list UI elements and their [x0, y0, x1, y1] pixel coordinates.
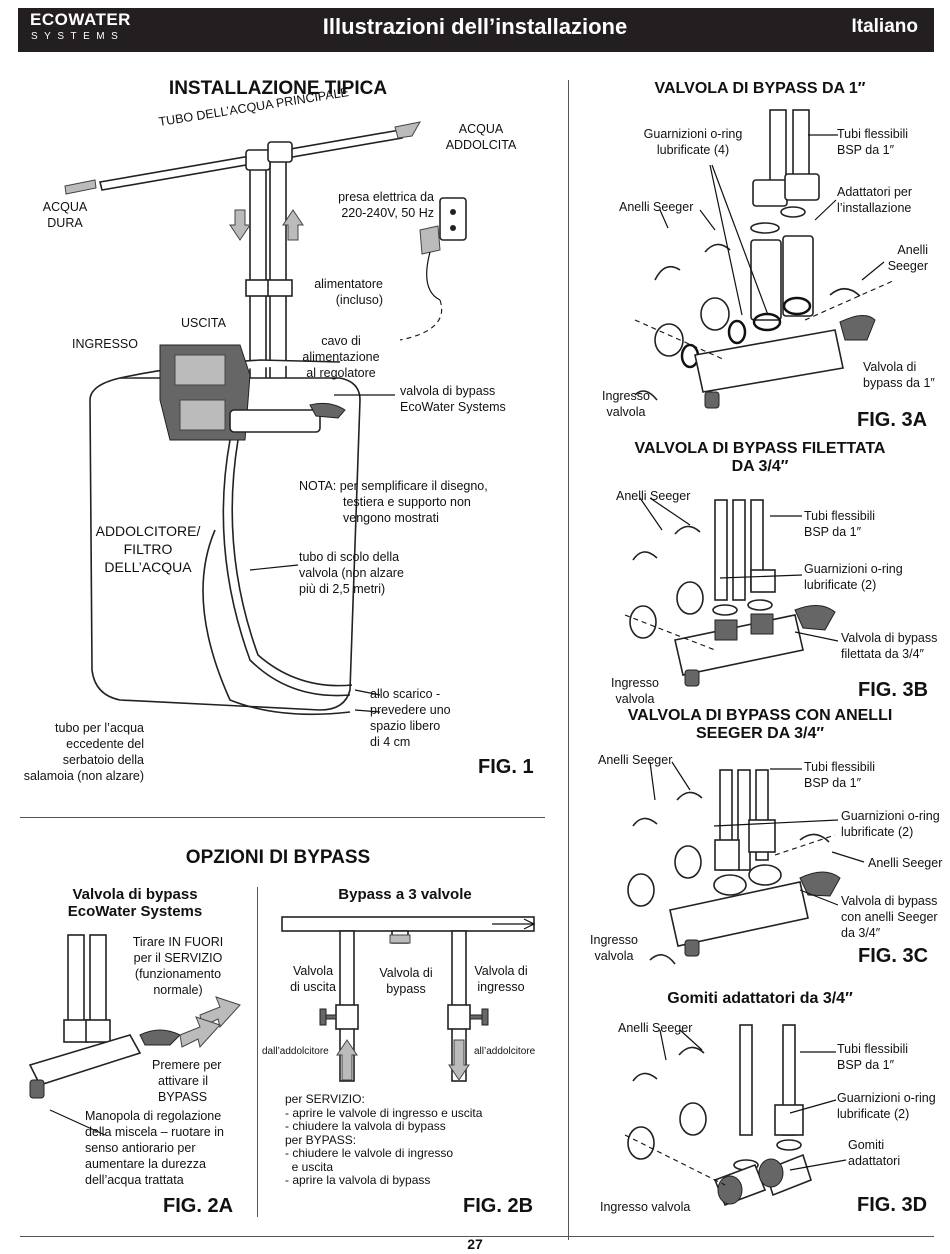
page-number: 27	[467, 1236, 483, 1252]
fig3a-seeger-left-label: Anelli Seeger	[619, 200, 694, 214]
to-softener-label: all’addolcitore	[474, 1046, 536, 1057]
fig3b-seeger-label: Anelli Seeger	[616, 489, 691, 503]
fig3c-illustration	[627, 769, 841, 965]
fig3c-seeger-right-label: Anelli Seeger	[868, 856, 943, 870]
section-divider	[20, 817, 545, 818]
outlet-port-label: USCITA	[181, 316, 226, 330]
fig2b-illustration	[281, 916, 536, 1082]
bypass-options-title: OPZIONI DI BYPASS	[185, 847, 371, 868]
fig3a-title: VALVOLA DI BYPASS DA 1″	[654, 80, 866, 97]
footer-rule	[20, 1236, 934, 1237]
fig2-divider	[257, 887, 258, 1217]
fig2b-title: Bypass a 3 valvole	[338, 886, 472, 903]
fig3d-inlet-label: Ingresso valvola	[600, 1200, 691, 1214]
brand-logo: ECOWATER	[30, 10, 131, 29]
power-adapter-label: alimentatore(incluso)	[314, 277, 383, 307]
fig2b-caption: FIG. 2B	[463, 1195, 534, 1217]
language-label: Italiano	[851, 16, 918, 37]
fig3d-seeger-label: Anelli Seeger	[618, 1021, 693, 1035]
fig3b-caption: FIG. 3B	[858, 679, 929, 701]
fig1-title: INSTALLAZIONE TIPICA	[168, 78, 388, 99]
column-divider	[568, 80, 569, 1240]
brand-subtitle: SYSTEMS	[31, 31, 125, 42]
fig2a-caption: FIG. 2A	[163, 1195, 234, 1217]
fig3a-caption: FIG. 3A	[857, 409, 928, 431]
fig3d-caption: FIG. 3D	[857, 1194, 928, 1216]
fig3d-title: Gomiti adattatori da 3/4″	[667, 990, 853, 1007]
header-bar	[18, 8, 934, 52]
note-label: NOTA: per semplificare il disegno,testie…	[299, 479, 488, 525]
fig3c-caption: FIG. 3C	[858, 945, 929, 967]
page-title: Illustrazioni dell’installazione	[322, 14, 628, 39]
fig1-illustration	[64, 121, 467, 716]
fig1-caption: FIG. 1	[478, 756, 534, 778]
from-softener-label: dall’addolcitore	[262, 1046, 329, 1057]
bypass-instructions: per SERVIZIO:- aprire le valvole di ingr…	[285, 1092, 483, 1187]
fig2a-illustration	[28, 934, 241, 1136]
inlet-port-label: INGRESSO	[72, 337, 138, 351]
fig3c-seeger-label: Anelli Seeger	[598, 753, 673, 767]
